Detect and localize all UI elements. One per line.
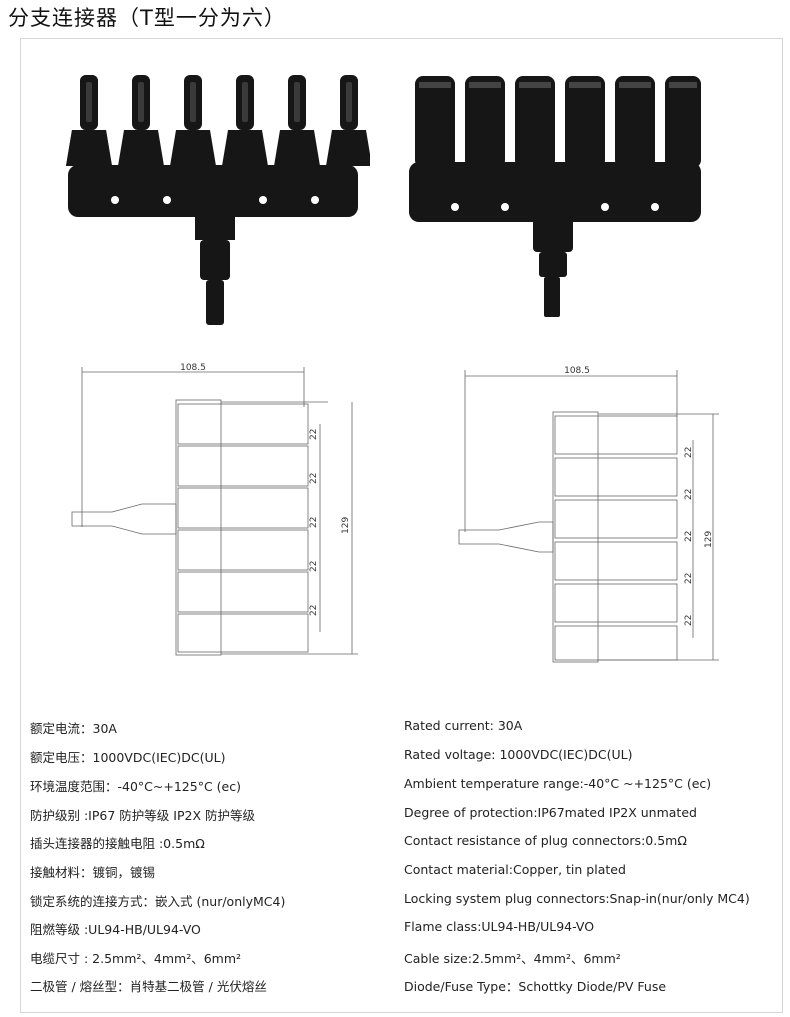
dim-width-right: 108.5 <box>564 366 590 376</box>
product-photo-right <box>409 76 701 317</box>
dim-pitch-left-5: 22 <box>309 605 319 616</box>
dim-pitch-right-2: 22 <box>684 489 694 500</box>
spec-cn-temperature-range: 环境温度范围：-40°C~+125°C (ec) <box>30 779 241 794</box>
spec-cn-flame-class: 阻燃等级 :UL94-HB/UL94-VO <box>30 922 201 937</box>
spec-en-protection: Degree of protection:IP67mated IP2X unma… <box>404 805 697 820</box>
dim-height-left: 129 <box>341 517 351 534</box>
dim-width-left: 108.5 <box>180 363 206 373</box>
spec-en-locking-system: Locking system plug connectors:Snap-in(n… <box>404 891 750 906</box>
spec-cn-diode-fuse: 二极管 / 熔丝型：肖特基二极管 / 光伏熔丝 <box>30 979 267 994</box>
spec-en-contact-resistance: Contact resistance of plug connectors:0.… <box>404 833 687 848</box>
page-title: 分支连接器（T型一分为六） <box>8 6 286 30</box>
dim-height-right: 129 <box>704 531 714 548</box>
spec-cn-contact-material: 接触材料：镀铜，镀锡 <box>30 865 156 880</box>
spec-en-rated-current: Rated current: 30A <box>404 718 523 733</box>
spec-en-cable-size: Cable size:2.5mm²、4mm²、6mm² <box>404 951 621 966</box>
technical-drawing-right: 108.5 22 22 22 22 22 129 <box>458 366 719 663</box>
spec-en-temperature-range: Ambient temperature range:-40°C ~+125°C … <box>404 776 712 791</box>
spec-cn-contact-resistance: 插头连接器的接触电阻 :0.5mΩ <box>30 836 205 851</box>
specs-english: Rated current: 30A Rated voltage: 1000VD… <box>404 718 774 1003</box>
spec-en-contact-material: Contact material:Copper, tin plated <box>404 862 626 877</box>
spec-en-flame-class: Flame class:UL94-HB/UL94-VO <box>404 919 595 934</box>
spec-en-diode-fuse: Diode/Fuse Type：Schottky Diode/PV Fuse <box>404 979 667 994</box>
dim-pitch-left-4: 22 <box>309 561 319 572</box>
spec-cn-rated-current: 额定电流：30A <box>30 721 117 736</box>
dim-pitch-left-1: 22 <box>309 429 319 440</box>
dim-pitch-right-3: 22 <box>684 531 694 542</box>
dim-pitch-right-4: 22 <box>684 573 694 584</box>
spec-cn-rated-voltage: 额定电压：1000VDC(IEC)DC(UL) <box>30 750 226 765</box>
product-photo-left <box>66 75 370 325</box>
content-frame <box>20 38 783 1013</box>
specs-chinese: 额定电流：30A 额定电压：1000VDC(IEC)DC(UL) 环境温度范围：… <box>30 718 390 1003</box>
spec-cn-cable-size: 电缆尺寸 : 2.5mm²、4mm²、6mm² <box>30 951 242 966</box>
dim-pitch-right-5: 22 <box>684 615 694 626</box>
spec-cn-locking-system: 锁定系统的连接方式：嵌入式 (nur/onlyMC4) <box>30 894 286 909</box>
dim-pitch-left-2: 22 <box>309 473 319 484</box>
spec-en-rated-voltage: Rated voltage: 1000VDC(IEC)DC(UL) <box>404 747 633 762</box>
dim-pitch-left-3: 22 <box>309 517 319 528</box>
spec-cn-protection: 防护级别 :IP67 防护等级 IP2X 防护等级 <box>30 808 255 823</box>
technical-drawing-left: 108.5 22 22 22 22 22 129 <box>71 363 358 656</box>
dim-pitch-right-1: 22 <box>684 447 694 458</box>
